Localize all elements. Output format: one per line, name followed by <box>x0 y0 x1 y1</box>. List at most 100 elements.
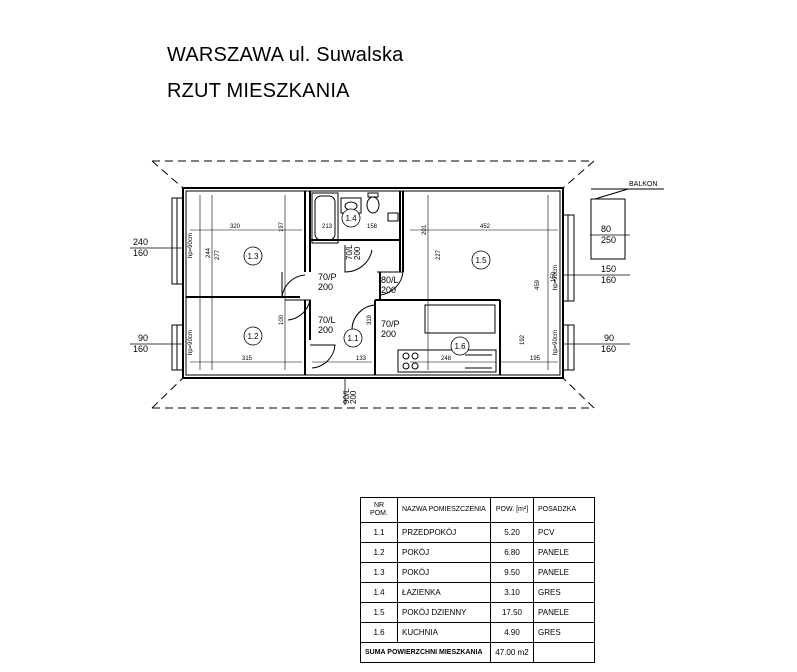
window-1-height: 160 <box>133 248 148 258</box>
dimension-lines <box>190 195 558 370</box>
room-markers <box>243 208 491 356</box>
cell-nr: 1.4 <box>360 582 398 603</box>
dim-158: 158 <box>367 224 378 230</box>
plan-title-address: WARSZAWA ul. Suwalska <box>167 44 404 66</box>
sum-value-number: 47.00 <box>495 648 516 657</box>
dim-315: 315 <box>242 356 253 362</box>
dim-452: 452 <box>480 224 491 230</box>
door-6-height: 200 <box>349 390 358 404</box>
door-3-size: 80/L <box>381 275 399 285</box>
dim-227: 227 <box>436 249 442 260</box>
balcony-label: BALKON <box>629 181 657 188</box>
cell-nr: 1.2 <box>360 542 398 563</box>
sum-label: SUMA POWIERZCHNI MIESZKANIA <box>360 642 491 663</box>
exterior-walls <box>182 187 564 379</box>
table-row: 1.1 PRZEDPOKÓJ 5.20 PCV <box>360 522 595 543</box>
table-header-row: NR POM. NAZWA POMIESZCZENIA POW. [m²] PO… <box>360 497 595 523</box>
cell-floor: PCV <box>533 522 595 543</box>
sum-unit: m2 <box>517 648 529 657</box>
roof-outline <box>151 160 595 409</box>
cell-area: 6.80 <box>490 542 534 563</box>
dim-201: 201 <box>422 224 428 235</box>
table-row: 1.4 ŁAZIENKA 3.10 GRES <box>360 582 595 603</box>
dim-100: 100 <box>279 314 285 325</box>
sill-height-2: hp=90cm <box>188 330 194 355</box>
cell-name: POKÓJ DZIENNY <box>397 602 491 623</box>
window-2-width: 90 <box>138 333 148 343</box>
cell-nr: 1.1 <box>360 522 398 543</box>
dim-133: 133 <box>356 356 367 362</box>
door-1-height: 200 <box>318 282 333 292</box>
dim-197: 197 <box>279 221 285 232</box>
table-row: 1.5 POKÓJ DZIENNY 17.50 PANELE <box>360 602 595 623</box>
cell-name: POKÓJ <box>397 562 491 583</box>
cell-name: PRZEDPOKÓJ <box>397 522 491 543</box>
dimension-numbers: 320 452 213 158 315 133 248 195 277 244 … <box>206 221 557 362</box>
sill-height-4: hp=90cm <box>553 330 559 355</box>
door-4-size: 70/P <box>381 319 400 329</box>
cell-floor: GRES <box>533 582 595 603</box>
cell-area: 3.10 <box>490 582 534 603</box>
cell-name: POKÓJ <box>397 542 491 563</box>
kitchen-counter <box>397 304 497 373</box>
plan-title-subtitle: RZUT MIESZKANIA <box>167 80 350 102</box>
col-header-floor: POSADZKA <box>533 497 595 523</box>
room-label-1-6: 1.6 <box>454 342 466 351</box>
window-4-height: 160 <box>601 275 616 285</box>
dim-213: 213 <box>322 224 333 230</box>
window-leaders <box>130 234 630 405</box>
dim-248: 248 <box>441 356 452 362</box>
sill-heights: hp=90cm hp=90cm hp=90cm hp=90cm <box>188 233 559 355</box>
col-header-area: POW. [m²] <box>490 497 534 523</box>
window-labels: 240 160 90 160 80 250 150 160 90 160 BAL… <box>133 181 657 354</box>
dim-195: 195 <box>530 356 541 362</box>
dim-277: 277 <box>215 249 221 260</box>
door-2-height: 200 <box>318 325 333 335</box>
window-1-width: 240 <box>133 237 148 247</box>
door-2-size: 70/L <box>318 315 336 325</box>
dim-244: 244 <box>206 247 212 258</box>
floor-plan: 1.3 1.2 1.4 1.5 1.1 1.6 240 160 90 160 8… <box>130 160 664 409</box>
window-3-height: 250 <box>601 235 616 245</box>
cell-nr: 1.6 <box>360 622 398 643</box>
door-labels: 70/P 200 70/L 200 80/L 200 70/P 200 70/L… <box>318 244 400 404</box>
door-6-size: 90/L <box>342 388 351 404</box>
cell-floor: PANELE <box>533 542 595 563</box>
room-label-1-1: 1.1 <box>347 334 359 343</box>
balcony <box>590 188 664 260</box>
table-row: 1.3 POKÓJ 9.50 PANELE <box>360 562 595 583</box>
col-header-nr: NR POM. <box>360 497 398 523</box>
cell-nr: 1.5 <box>360 602 398 623</box>
table-row: 1.2 POKÓJ 6.80 PANELE <box>360 542 595 563</box>
sill-height-1: hp=90cm <box>188 233 194 258</box>
door-5-height: 200 <box>353 246 362 260</box>
dim-459: 459 <box>535 279 541 290</box>
door-4-height: 200 <box>381 329 396 339</box>
room-label-1-4: 1.4 <box>345 214 357 223</box>
windows <box>171 197 575 371</box>
window-4-width: 150 <box>601 264 616 274</box>
room-label-1-2: 1.2 <box>247 332 259 341</box>
washing-machine <box>387 212 399 222</box>
room-label-1-3: 1.3 <box>247 252 259 261</box>
cell-name: ŁAZIENKA <box>397 582 491 603</box>
toilet <box>366 192 380 214</box>
sum-value: 47.00 m2 <box>490 642 534 663</box>
cell-area: 9.50 <box>490 562 534 583</box>
cell-area: 4.90 <box>490 622 534 643</box>
cell-floor: PANELE <box>533 562 595 583</box>
window-5-height: 160 <box>601 344 616 354</box>
dim-319: 319 <box>367 314 373 325</box>
window-2-height: 160 <box>133 344 148 354</box>
window-3-width: 80 <box>601 224 611 234</box>
dim-150: 150 <box>551 271 557 282</box>
dim-320: 320 <box>230 224 241 230</box>
sill-height-3: hp=90cm <box>553 265 559 290</box>
interior-walls <box>186 191 501 375</box>
cell-floor: GRES <box>533 622 595 643</box>
table-row: 1.6 KUCHNIA 4.90 GRES <box>360 622 595 643</box>
room-labels: 1.3 1.2 1.4 1.5 1.1 1.6 <box>247 214 487 351</box>
room-label-1-5: 1.5 <box>475 256 487 265</box>
cell-name: KUCHNIA <box>397 622 491 643</box>
col-header-name: NAZWA POMIESZCZENIA <box>397 497 491 523</box>
